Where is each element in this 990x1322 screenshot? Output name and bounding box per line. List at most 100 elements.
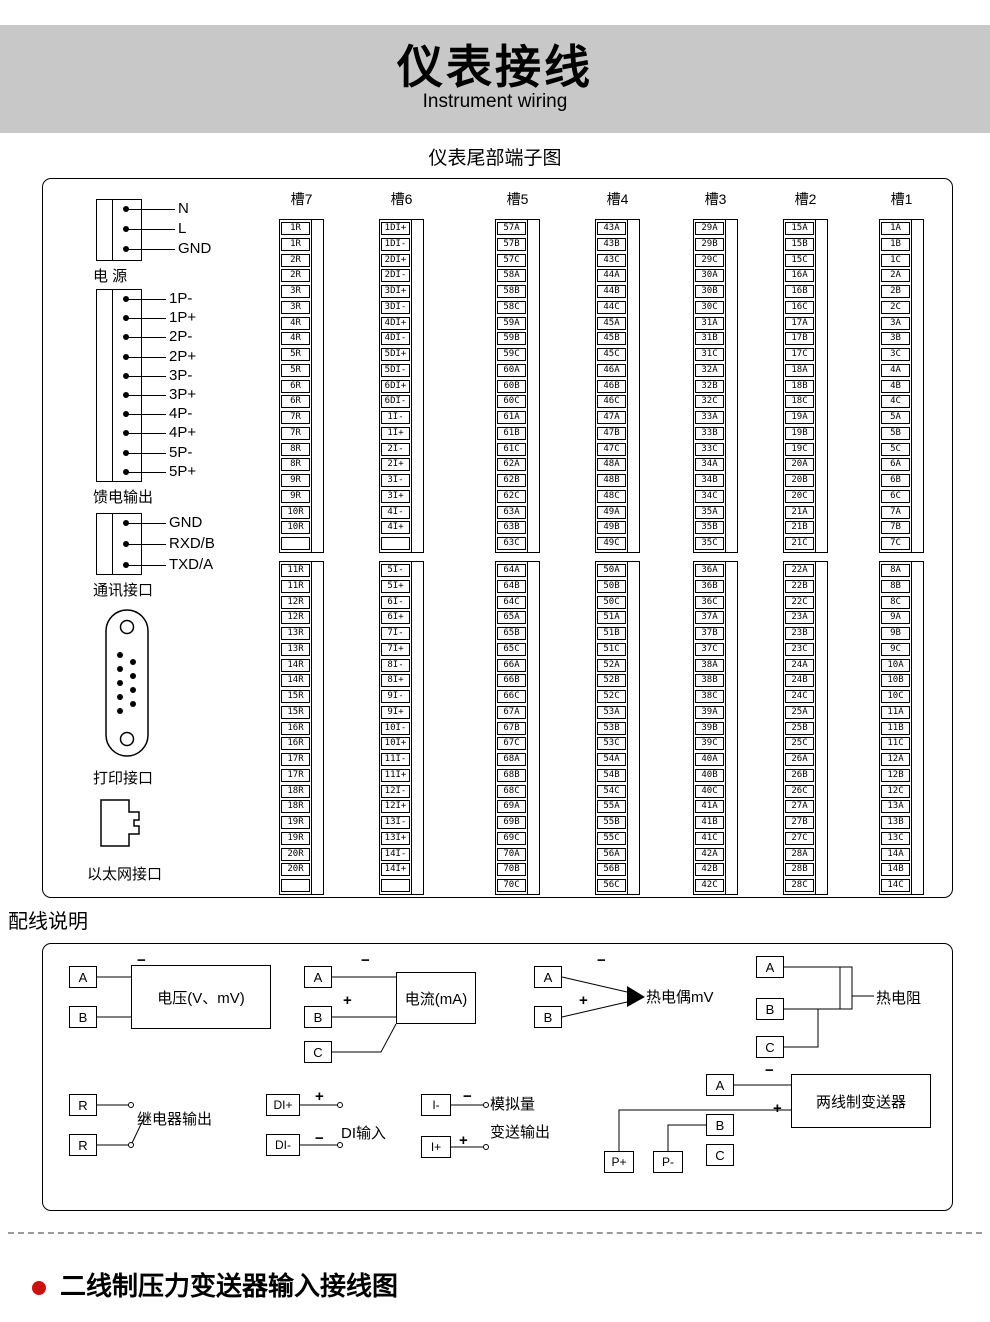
strip-rail (527, 220, 539, 552)
terminal-cell: 32A (695, 363, 724, 377)
terminal-cell: 47B (597, 426, 626, 440)
terminal-cell: 27B (785, 816, 814, 829)
terminal-cell: 16B (785, 285, 814, 298)
terminal-cell: 19R (281, 831, 310, 845)
page-subtitle: Instrument wiring (422, 91, 568, 112)
pin-label: GND (178, 240, 212, 257)
terminal-cell: 43B (597, 237, 626, 251)
thermocouple-plus-sign: + (579, 992, 588, 1009)
terminal-cell: 34C (695, 489, 724, 503)
terminal-cell: 17R (281, 753, 310, 766)
rj45-ethernet-port-icon (100, 799, 140, 847)
pin-line (126, 471, 166, 473)
transmitter-device-box: 两线制变送器 (791, 1074, 931, 1128)
slot-header: 槽1 (890, 191, 913, 207)
terminal-cell: 36A (695, 564, 724, 577)
terminal-cell: 13B (881, 816, 910, 829)
terminal-cell: 28B (785, 863, 814, 877)
terminal-cell: 65C (497, 642, 526, 656)
terminal-cell: 9B (881, 627, 910, 640)
terminal-cell: 37B (695, 627, 724, 640)
terminal-cell: 26B (785, 768, 814, 782)
terminal-cell: 3DI- (381, 300, 410, 314)
slot-header: 槽4 (606, 191, 629, 207)
terminal-cell: 11C (881, 737, 910, 751)
terminal-cell: 16C (785, 300, 814, 314)
terminal-cell: 51C (597, 642, 626, 656)
terminal-cell: 48A (597, 458, 626, 472)
pin-label: L (178, 220, 187, 237)
terminal-cell: 67C (497, 737, 526, 751)
terminal-cell: 5A (881, 411, 910, 424)
terminal-cell: 7A (881, 505, 910, 519)
relay-terminal-r1: R (69, 1094, 97, 1116)
terminal-cell: 17A (785, 316, 814, 330)
pin-line (126, 209, 175, 210)
terminal-cell: 29C (695, 253, 724, 267)
terminal-cell: 15R (281, 690, 310, 703)
terminal-cell: 31B (695, 332, 724, 346)
terminal-cell: 16R (281, 737, 310, 751)
terminal-cell: 60C (497, 395, 526, 409)
print-port-caption: 打印接口 (93, 770, 154, 787)
terminal-cell: 8I+ (381, 674, 410, 688)
terminal-cell: 3B (881, 332, 910, 346)
terminal-cell: 56C (597, 879, 626, 892)
terminal-cell: 24C (785, 690, 814, 703)
terminal-cell: 7I- (381, 627, 410, 640)
terminal-cell: 10R (281, 505, 310, 519)
dashed-separator (8, 1232, 982, 1234)
terminal-cell: 53C (597, 737, 626, 751)
terminal-cell: 2DI+ (381, 253, 410, 267)
terminal-cell: 61A (497, 411, 526, 424)
terminal-cell: 42C (695, 879, 724, 892)
terminal-cell: 15C (785, 253, 814, 267)
terminal-cell: 5C (881, 442, 910, 456)
terminal-cell: 16A (785, 269, 814, 283)
transmitter-minus-sign: − (765, 1062, 774, 1079)
terminal-cell: 5R (281, 348, 310, 361)
terminal-cell: 22A (785, 564, 814, 577)
slot-header: 槽6 (390, 191, 413, 207)
terminal-cell: 12I- (381, 784, 410, 798)
terminal-cell: 25B (785, 721, 814, 735)
terminal-cell: 30A (695, 269, 724, 283)
terminal-cell: 8I- (381, 658, 410, 672)
terminal-cell: 1I+ (381, 426, 410, 440)
terminal-cell: 22C (785, 595, 814, 609)
terminal-cell: 30B (695, 285, 724, 298)
pin-label: GND (169, 514, 203, 531)
strip-rail (527, 562, 539, 894)
terminal-cell: 33C (695, 442, 724, 456)
terminal-cell: 68A (497, 753, 526, 766)
terminal-cell: 57B (497, 237, 526, 251)
strip-rail (311, 562, 323, 894)
terminal-cell: 63B (497, 521, 526, 535)
terminal-cell: 6R (281, 395, 310, 409)
slot-strip-upper: 1DI+1DI-2DI+2DI-3DI+3DI-4DI+4DI-5DI+5DI-… (379, 219, 424, 553)
terminal-cell: 56B (597, 863, 626, 877)
terminal-cell: 18B (785, 379, 814, 393)
terminal-cell: 25C (785, 737, 814, 751)
terminal-cell: 45B (597, 332, 626, 346)
connector-feed-output (96, 289, 142, 482)
terminal-cell: 13C (881, 831, 910, 845)
terminal-cell: 4I+ (381, 521, 410, 535)
terminal-cell: 2B (881, 285, 910, 298)
terminal-cell: 4A (881, 363, 910, 377)
terminal-cell: 3I+ (381, 489, 410, 503)
slot-strip-lower: 5I-5I+6I-6I+7I-7I+8I-8I+9I-9I+10I-10I+11… (379, 561, 424, 895)
terminal-cell: 54C (597, 784, 626, 798)
terminal-cell: 63C (497, 537, 526, 550)
strip-rail (311, 220, 323, 552)
